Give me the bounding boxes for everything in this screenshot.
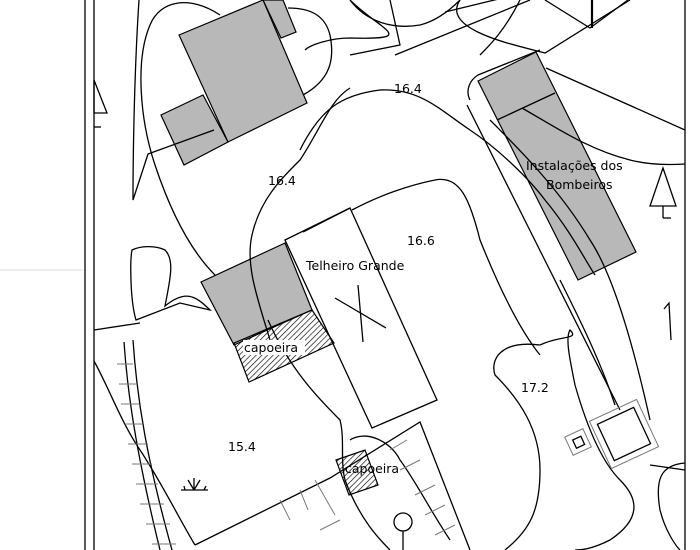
small-box-inner	[571, 435, 586, 450]
contour-17-2	[493, 328, 635, 550]
contour-line	[93, 360, 196, 546]
capoeira-label-bg	[243, 340, 305, 355]
telheiro-divider	[302, 207, 351, 233]
road-edge	[559, 279, 686, 550]
contour-label: 16.4	[394, 81, 422, 96]
building-top-main	[178, 0, 308, 143]
contour-label: 16.4	[268, 173, 296, 188]
contour-label: 17.2	[521, 380, 549, 395]
contour-line	[349, 0, 461, 27]
contour-16-4	[299, 89, 596, 276]
contour-line	[267, 319, 391, 550]
contour-line	[194, 421, 471, 550]
tree-icon	[93, 79, 108, 128]
building-label-bombeiros: Bombeiros	[546, 177, 613, 192]
capoeira-label: capoeira	[244, 340, 298, 355]
contour-line	[123, 339, 173, 550]
building-top-small	[262, 0, 297, 39]
contour-line	[287, 7, 333, 96]
building-label-telheiro: Telheiro Grande	[305, 258, 405, 273]
vegetation-icon	[181, 478, 208, 491]
building-label-bombeiros: Instalações dos	[526, 158, 623, 173]
contour-line	[93, 322, 141, 331]
contour-line	[545, 67, 686, 131]
slope-ticks	[117, 363, 456, 545]
cross-mark-b	[357, 284, 364, 343]
contour-label: 16.6	[407, 233, 435, 248]
lamp-post-icon	[393, 512, 413, 532]
contour-line	[466, 49, 651, 421]
utility-box-outer	[588, 398, 660, 470]
sheet-number-glyph	[663, 301, 672, 341]
capoeira-label: capoeira	[345, 461, 399, 476]
bombeiros-divider	[496, 92, 556, 121]
utility-box-inner	[596, 406, 652, 462]
contour-line	[521, 107, 686, 166]
contour-line	[130, 245, 213, 321]
contour-line	[132, 0, 215, 201]
building-top-annex	[160, 94, 229, 166]
contour-line	[140, 2, 221, 276]
contour-label: 15.4	[228, 439, 256, 454]
contour-16-4-left	[249, 87, 351, 341]
contour-line	[304, 0, 390, 51]
road-edge	[456, 0, 631, 54]
small-box-outer	[564, 428, 592, 456]
contour-16-6	[351, 178, 541, 356]
building-bombeiros	[477, 51, 637, 281]
contour-line	[349, 435, 451, 541]
tree-icon	[649, 165, 677, 219]
